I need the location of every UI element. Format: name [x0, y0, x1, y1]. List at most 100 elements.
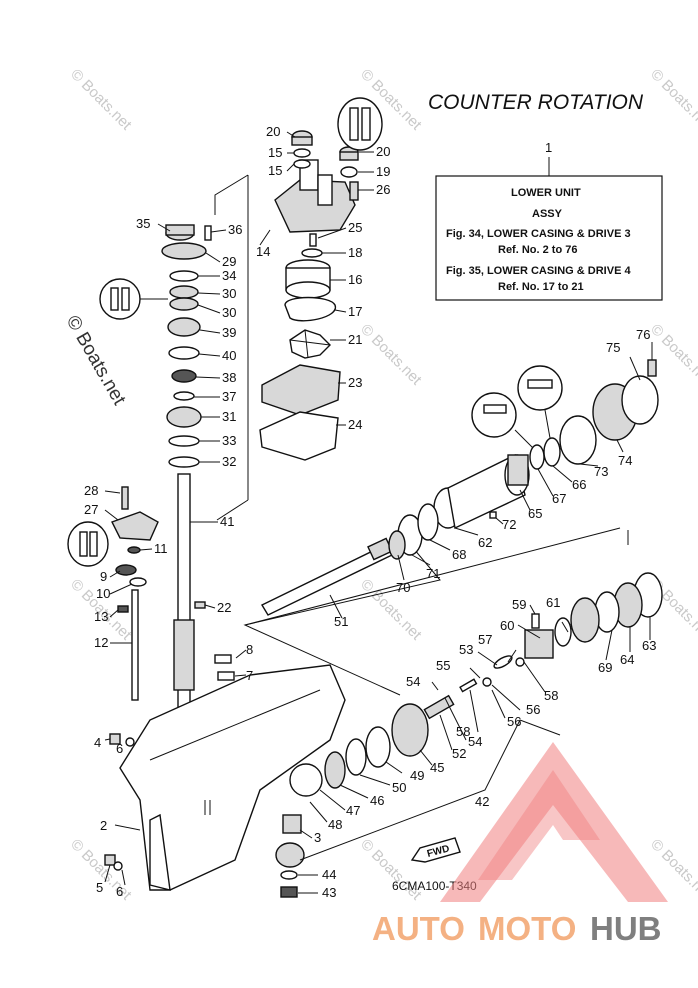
part-label: 58 [544, 688, 558, 703]
ball-56 [482, 677, 492, 687]
seals-15 [293, 148, 311, 169]
plate-73 [559, 415, 597, 465]
legend-line5: Fig. 35, LOWER CASING & DRIVE 4 [446, 265, 631, 277]
gear-45 [391, 703, 429, 757]
bearing-46 [324, 751, 346, 789]
part-label: 42 [475, 794, 489, 809]
part-label: 60 [500, 618, 514, 633]
part-label: 2 [100, 818, 107, 833]
part-label: 68 [452, 547, 466, 562]
part-label: 20 [266, 124, 280, 139]
side-watermark: © Boats.net [62, 312, 130, 409]
part-label: 74 [618, 453, 632, 468]
part-label: 73 [594, 464, 608, 479]
part-label: 54 [406, 674, 420, 689]
ring-18 [301, 248, 323, 258]
part-label: 62 [478, 535, 492, 550]
grouping-lines [214, 174, 629, 696]
inset-pins-right-1 [471, 392, 536, 451]
part-label: 64 [620, 652, 634, 667]
part-label: 34 [222, 268, 236, 283]
part-label: 54 [468, 734, 482, 749]
part-label: 21 [348, 332, 362, 347]
part-label: 6 [116, 884, 123, 899]
spring-57 [493, 655, 513, 669]
part-label: 70 [396, 580, 410, 595]
part-label: 19 [376, 164, 390, 179]
watermark: © Boats.net [357, 321, 425, 389]
inset-pins-11 [67, 521, 109, 567]
legend-line3: Fig. 34, LOWER CASING & DRIVE 3 [446, 228, 631, 240]
part-labels: 2 3 4 5 6 6 7 8 9 10 11 12 13 14 15 15 1… [84, 124, 656, 900]
part-label: 24 [348, 417, 362, 432]
bearing-65 [507, 454, 529, 486]
legend-line4: Ref. No. 2 to 76 [498, 244, 577, 256]
part-label: 56 [507, 714, 521, 729]
logo-text-moto: MOTO [478, 910, 576, 947]
part-label: 71 [426, 566, 440, 581]
part-label: 29 [222, 254, 236, 269]
part-label: 52 [452, 746, 466, 761]
pin-59 [531, 613, 540, 629]
spring-61 [554, 617, 572, 647]
pin-72 [489, 511, 497, 519]
inset-pins-left [99, 278, 168, 320]
washer-6 [125, 737, 135, 747]
part-label: 53 [459, 642, 473, 657]
impeller-21 [289, 329, 331, 359]
part-label: 72 [502, 517, 516, 532]
part-label: 30 [222, 305, 236, 320]
part-label: 25 [348, 220, 362, 235]
part-label: 9 [100, 569, 107, 584]
watermark: © Boats.net [647, 66, 698, 134]
lower-casing [119, 601, 346, 891]
part-label: 45 [430, 760, 444, 775]
part-label: 16 [348, 272, 362, 287]
part-label: 67 [552, 491, 566, 506]
part-label: 59 [512, 597, 526, 612]
plate-23 [261, 364, 341, 416]
watermark: © Boats.net [67, 66, 135, 134]
part-label: 75 [606, 340, 620, 355]
washer-44 [280, 870, 298, 880]
part-label: 43 [322, 885, 336, 900]
part-label: 11 [154, 541, 168, 556]
part-label: 5 [96, 880, 103, 895]
part-label: 36 [228, 222, 242, 237]
part-label: 66 [572, 477, 586, 492]
bearing-47 [289, 763, 323, 797]
part-label: 55 [436, 658, 450, 673]
part-label: 30 [222, 286, 236, 301]
part-label: 35 [136, 216, 150, 231]
legend-line6: Ref. No. 17 to 21 [498, 281, 584, 293]
gasket-17 [284, 296, 336, 322]
part-label: 15 [268, 145, 282, 160]
bearing-49 [365, 726, 391, 768]
part-label: 26 [376, 182, 390, 197]
bolt-76 [647, 359, 657, 377]
left-stack [161, 224, 212, 468]
legend-line1: LOWER UNIT [511, 187, 581, 199]
plunger-55 [459, 678, 478, 693]
seal-67 [529, 444, 545, 470]
watermark: © Boats.net [357, 836, 425, 904]
part-label: 37 [222, 389, 236, 404]
bolt-5 [104, 854, 116, 866]
part-label: 27 [84, 502, 98, 517]
part-label: 17 [348, 304, 362, 319]
bushing-20-top [291, 130, 313, 146]
part-label: 69 [598, 660, 612, 675]
legend-line2: ASSY [532, 208, 563, 220]
part-label: 56 [526, 702, 540, 717]
part-label: 23 [348, 375, 362, 390]
drive-shaft [173, 473, 195, 715]
part-label: 44 [322, 867, 336, 882]
washer-6b [113, 861, 123, 871]
clutch-60 [524, 629, 554, 659]
nut-43 [280, 886, 298, 898]
part-label: 31 [222, 409, 236, 424]
ball-58 [515, 657, 525, 667]
part-label: 48 [328, 817, 342, 832]
part-label: 7 [246, 668, 253, 683]
